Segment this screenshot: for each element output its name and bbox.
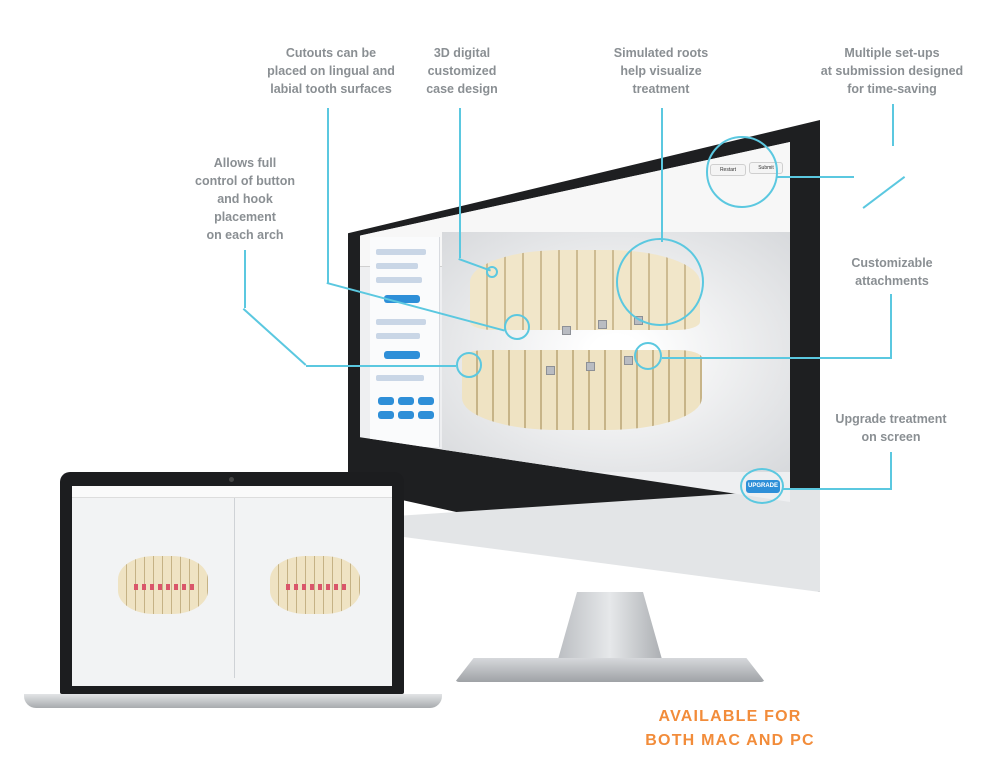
tagline-line-1: AVAILABLE FOR (658, 708, 802, 725)
connector-line (662, 357, 892, 359)
highlight-ring (706, 136, 778, 208)
callout-upgrade: Upgrade treatment on screen (835, 412, 947, 444)
callout-simulated-roots: Simulated roots help visualize treatment (613, 46, 709, 96)
callout-case-design: 3D digital customized case design (426, 46, 498, 96)
connector-line (782, 488, 892, 490)
highlight-ring (740, 468, 784, 504)
callout-attachments: Customizable attachments (851, 256, 933, 288)
connector-line (862, 176, 906, 209)
sidebar-row (376, 375, 424, 381)
connector-line (892, 104, 894, 146)
sidebar-row (376, 319, 426, 325)
lower-arch-model (462, 350, 702, 430)
sidebar-toggle-button[interactable] (398, 397, 414, 405)
connector-line (459, 108, 461, 258)
sidebar-row (376, 277, 422, 283)
callout-multiple-setups: Multiple set-ups at submission designed … (820, 46, 964, 96)
connector-line (890, 452, 892, 490)
callout-cutouts: Cutouts can be placed on lingual and lab… (267, 46, 395, 96)
connector-line (306, 365, 456, 367)
imac-stand-base (455, 658, 765, 682)
connector-line (890, 294, 892, 358)
attachment-bracket (562, 326, 571, 335)
connector-line (327, 108, 329, 284)
highlight-ring (634, 342, 662, 370)
sidebar-row (376, 333, 420, 339)
connector-line (244, 250, 246, 308)
connector-line (242, 308, 307, 366)
sidebar-toggle-button[interactable] (418, 397, 434, 405)
split-view-divider (234, 498, 235, 678)
laptop-base (24, 694, 442, 708)
sidebar-action-button[interactable] (384, 351, 420, 359)
highlight-ring (616, 238, 704, 326)
laptop-highlight-marks (286, 584, 346, 590)
sidebar-row (376, 249, 426, 255)
laptop-highlight-marks (134, 584, 194, 590)
laptop-app-toolbar (72, 486, 392, 498)
sidebar-toggle-button[interactable] (418, 411, 434, 419)
callout-button-control: Allows full control of button and hook p… (195, 156, 295, 242)
highlight-ring (456, 352, 482, 378)
sidebar-toggle-button[interactable] (378, 411, 394, 419)
sidebar-row (376, 263, 418, 269)
attachment-bracket (624, 356, 633, 365)
attachment-bracket (598, 320, 607, 329)
highlight-ring (504, 314, 530, 340)
connector-line (776, 176, 854, 178)
tagline-line-2: BOTH MAC AND PC (645, 732, 815, 749)
connector-line (661, 108, 663, 242)
sidebar-toggle-button[interactable] (378, 397, 394, 405)
attachment-bracket (586, 362, 595, 371)
laptop-camera (229, 477, 234, 482)
highlight-ring (486, 266, 498, 278)
sidebar-toggle-button[interactable] (398, 411, 414, 419)
attachment-bracket (546, 366, 555, 375)
settings-sidebar (370, 237, 440, 447)
sidebar-action-button[interactable] (384, 295, 420, 303)
